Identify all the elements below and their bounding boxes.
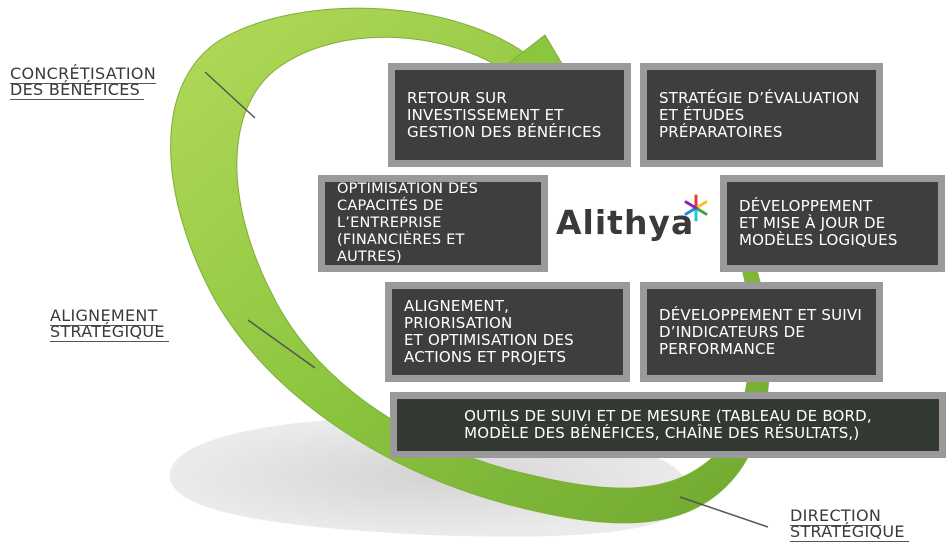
box-outils-suivi: OUTILS DE SUIVI ET DE MESURE (TABLEAU DE…	[390, 392, 946, 458]
label-concretisation: CONCRÉTISATION DES BÉNÉFICES	[10, 64, 157, 100]
box-alignement-priorisation: ALIGNEMENT, PRIORISATION ET OPTIMISATION…	[385, 282, 630, 382]
box-optimisation-capacites: OPTIMISATION DES CAPACITÉS DE L’ENTREPRI…	[318, 175, 548, 272]
box-developpement-modeles: DÉVELOPPEMENT ET MISE À JOUR DE MODÈLES …	[720, 175, 945, 272]
alithya-logo: Alithya	[556, 203, 695, 242]
leader-line	[204, 71, 256, 119]
box-strategie-evaluation: STRATÉGIE D’ÉVALUATION ET ÉTUDES PRÉPARA…	[640, 63, 883, 167]
label-alignement-strategique: ALIGNEMENT STRATÉGIQUE	[50, 292, 250, 342]
alithya-star-icon	[684, 194, 708, 222]
box-retour-investissement: RETOUR SUR INVESTISSEMENT ET GESTION DES…	[388, 63, 631, 167]
leader-line	[679, 496, 769, 528]
label-direction-strategique: DIRECTION STRATÉGIQUE	[790, 492, 940, 542]
leader-line	[247, 319, 316, 369]
box-developpement-indicateurs: DÉVELOPPEMENT ET SUIVI D’INDICATEURS DE …	[640, 282, 883, 382]
